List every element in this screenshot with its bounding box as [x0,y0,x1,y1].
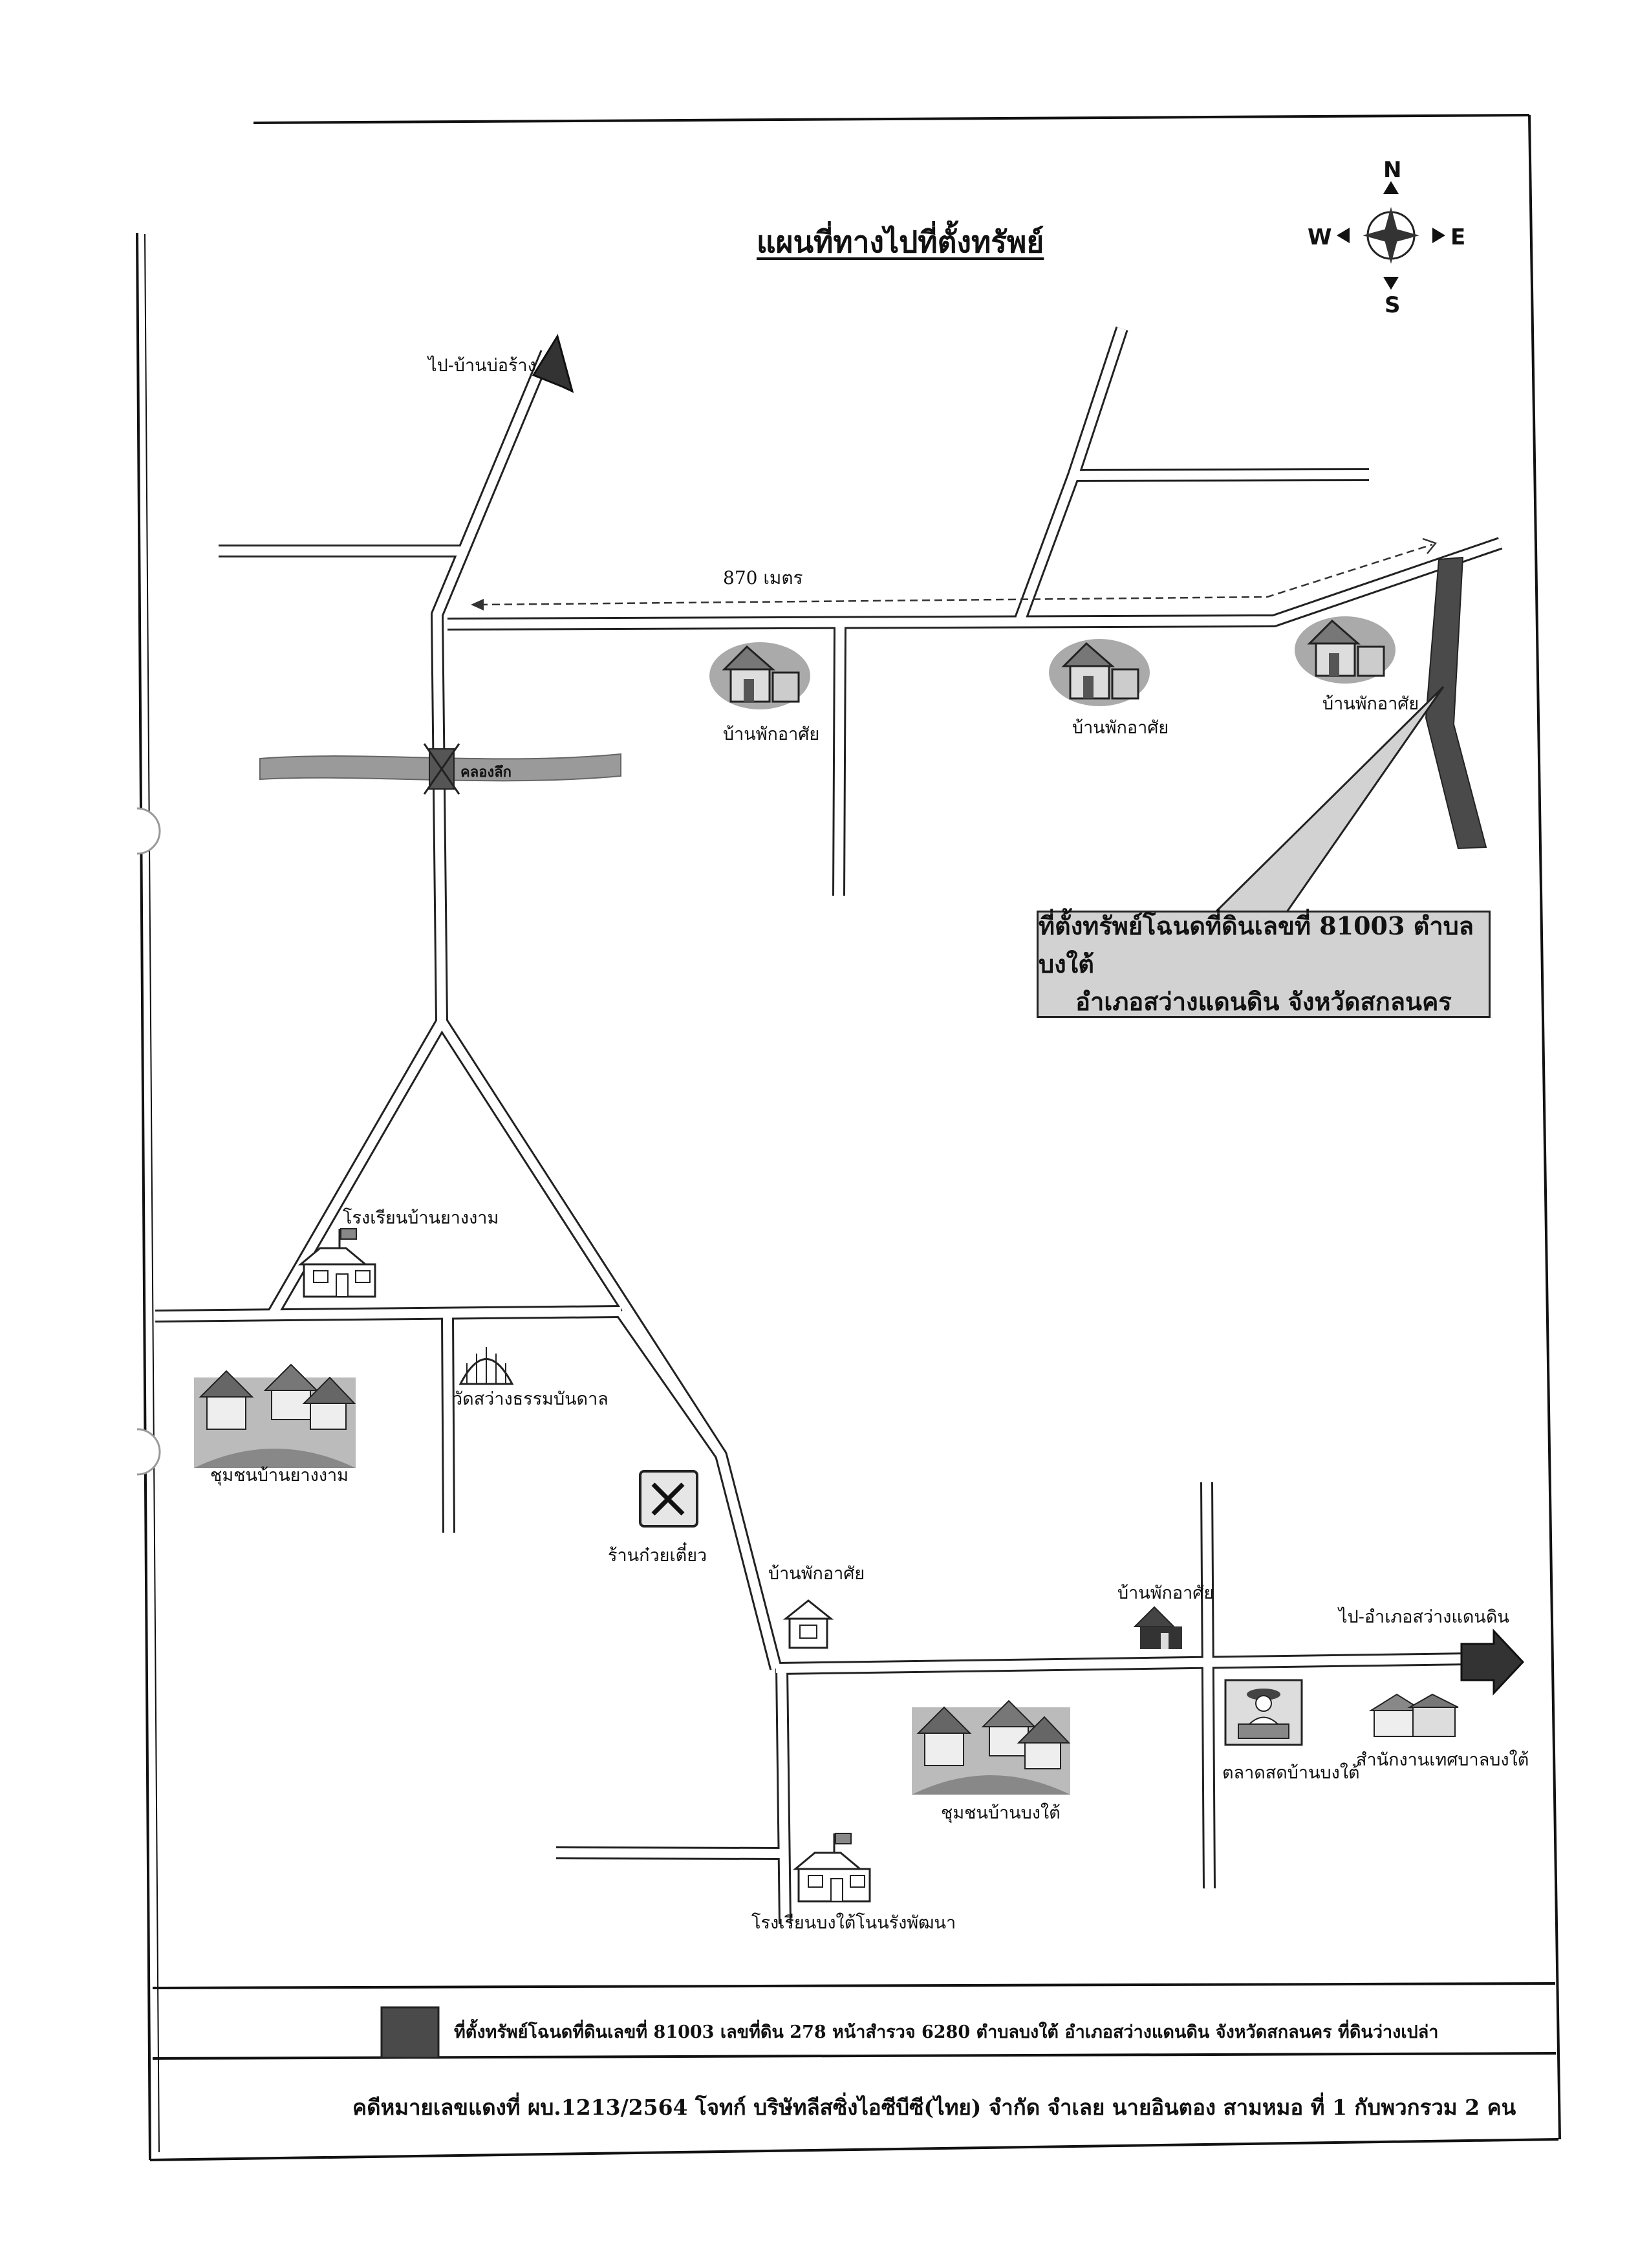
compass-east-label: E [1450,224,1466,250]
village-icon [194,1363,356,1468]
house-icon [1133,1606,1182,1649]
label-market: ตลาดสดบ้านบงใต้ [1222,1763,1360,1783]
label-community-bong-tai: ชุมชนบ้านบงใต้ [941,1803,1061,1823]
label-to-sawang-daen-din: ไป-อำเภอสว่างแดนดิน [1339,1607,1509,1627]
compass-west-label: W [1308,224,1332,250]
binder-hole-top [136,807,161,855]
distance-arrowhead-right [1422,537,1438,554]
label-noodle-shop: ร้านก๋วยเตี๋ยว [608,1546,707,1566]
property-plot-icon [1425,556,1487,850]
label-house-5: บ้านพักอาศัย [1117,1583,1214,1603]
label-house-3: บ้านพักอาศัย [1322,694,1419,714]
arrow-up-icon [532,334,574,393]
roads [155,326,1503,1925]
house-icon [709,642,810,709]
school-icon [792,1833,871,1903]
label-temple: วัดสว่างธรรมบันดาล [453,1389,609,1409]
market-vendor-icon [1224,1679,1303,1746]
temple-icon [458,1347,514,1385]
label-community-yang-ngam: ชุมชนบ้านยางงาม [210,1465,349,1485]
map-title: แผนที่ทางไปที่ตั้งทรัพย์ [757,224,1044,259]
bridge-icon [423,743,460,795]
office-building-icon [1368,1693,1459,1737]
map-frame [136,114,1561,2161]
school-icon [297,1228,376,1298]
village-icon [912,1700,1071,1795]
case-number-line: คดีหมายเลขแดงที่ ผบ.1213/2564 โจทก์ บริษ… [352,2095,1516,2120]
legend-swatch [380,2006,440,2059]
label-municipal-office: สำนักงานเทศบาลบงใต้ [1356,1750,1529,1770]
fork-knife-icon [639,1470,698,1528]
callout-pointer [1213,686,1445,913]
label-canal: คลองลึก [460,764,512,781]
house-icon [1295,616,1396,684]
label-distance: 870 เมตร [723,567,803,589]
distance-arrowhead-left [471,599,484,610]
legend-text: ที่ตั้งทรัพย์โฉนดที่ดินเลขที่ 81003 เลขท… [454,2022,1439,2042]
callout-line-1: ที่ตั้งทรัพย์โฉนดที่ดินเลขที่ 81003 ตำบล… [1039,911,1474,978]
compass-north-label: N [1383,157,1402,183]
house-icon [782,1599,834,1649]
label-house-4: บ้านพักอาศัย [768,1564,865,1584]
label-to-ban-bo-rang: ไป-บ้านบ่อร้าง [428,356,536,376]
label-school-bong-tai: โรงเรียนบงใต้โนนรังพัฒนา [751,1913,956,1933]
callout-line-2: อำเภอสว่างแดนดิน จังหวัดสกลนคร [1075,987,1452,1017]
label-house-2: บ้านพักอาศัย [1072,718,1169,738]
property-callout: ที่ตั้งทรัพย์โฉนดที่ดินเลขที่ 81003 ตำบล… [1037,911,1491,1018]
label-house-1: บ้านพักอาศัย [723,724,820,744]
distance-line [479,543,1433,606]
compass-south-label: S [1385,292,1401,318]
binder-hole-bottom [136,1428,161,1476]
compass-icon [1337,181,1445,290]
arrow-right-icon [1460,1628,1525,1696]
house-icon [1049,639,1150,706]
label-school-yang-ngam: โรงเรียนบ้านยางงาม [343,1208,499,1228]
